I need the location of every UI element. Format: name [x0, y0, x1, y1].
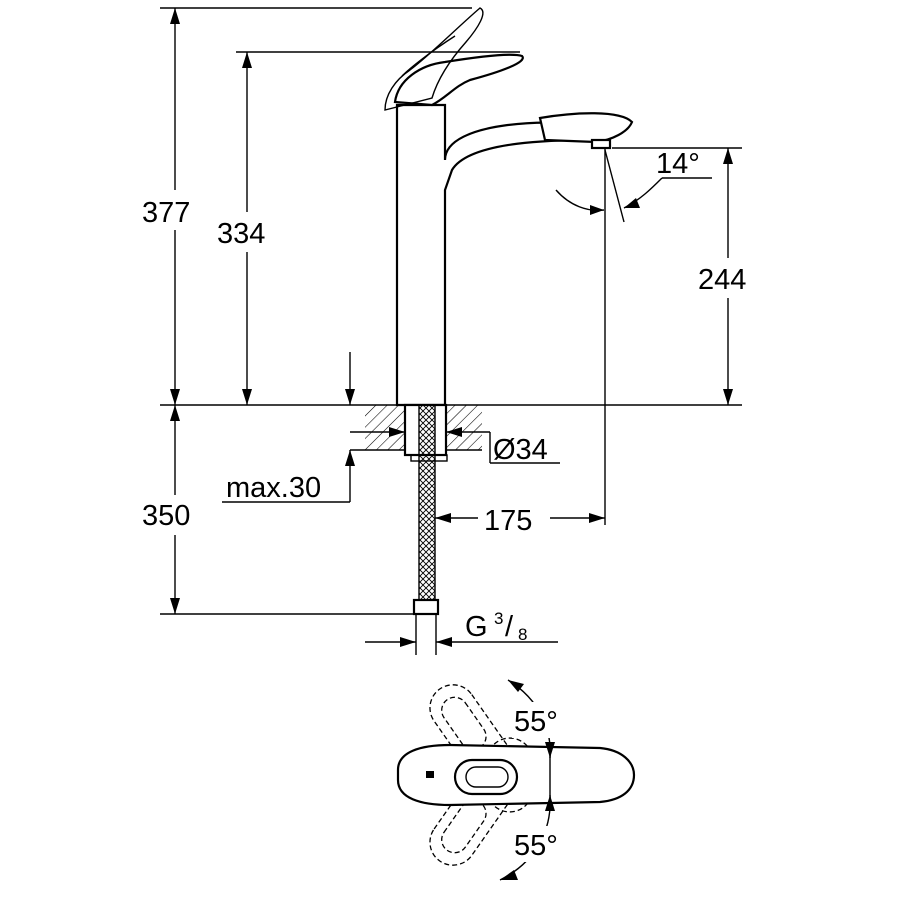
side-view: 377 334 244 14°: [140, 7, 762, 655]
dimension-175: 175: [435, 500, 605, 537]
dimension-244: 244: [612, 147, 762, 405]
lever-slot: [453, 758, 519, 796]
label-175: 175: [484, 505, 532, 537]
label-350: 350: [142, 500, 190, 532]
label-max30: max.30: [226, 472, 321, 504]
hot-cold-indicator: [426, 771, 434, 778]
dimension-377: 377: [140, 7, 472, 405]
countertop-section: [350, 405, 482, 451]
label-14-degrees: 14°: [656, 148, 700, 180]
label-334: 334: [217, 218, 265, 250]
label-377: 377: [142, 197, 190, 229]
label-diameter-34: Ø34: [493, 434, 548, 466]
label-thread-slash: /: [505, 611, 514, 643]
spout-aerator: [538, 112, 634, 150]
lever-handle: [393, 53, 524, 107]
label-thread-g: G: [465, 611, 488, 643]
top-view: 55° 55°: [396, 679, 636, 881]
label-thread-denominator: 8: [518, 625, 527, 644]
lever-slot-inner: [465, 766, 509, 788]
angle-55-up: 55°: [507, 679, 580, 759]
lever-handle-raised-ghost: [384, 7, 484, 111]
dimension-max30: max.30: [222, 352, 355, 504]
label-55-down: 55°: [514, 830, 558, 862]
outlet-angle-14: 14°: [555, 148, 712, 525]
angle-55-down: 55°: [499, 794, 580, 881]
dimension-334: 334: [215, 51, 520, 405]
label-244: 244: [698, 264, 746, 296]
label-55-up: 55°: [514, 706, 558, 738]
label-thread-numerator: 3: [494, 609, 503, 628]
faucet-body: [395, 103, 597, 407]
dimension-g38: G 3 / 8: [365, 609, 558, 647]
dimension-350: 350: [140, 405, 438, 615]
dimension-diameter-34: Ø34: [350, 427, 560, 466]
supply-hose: [412, 404, 440, 655]
